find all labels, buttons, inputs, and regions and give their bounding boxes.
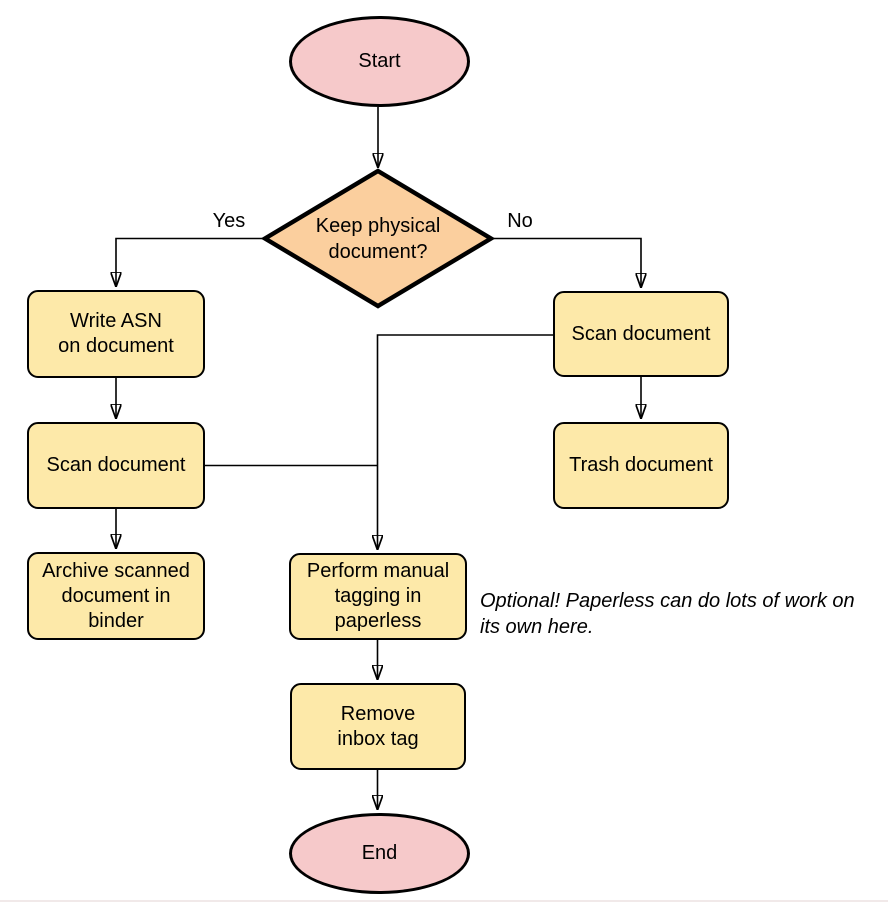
process-node-archive-in-binder: Archive scanned document in binder — [27, 552, 205, 640]
edge-decision-to-write-asn — [116, 237, 265, 287]
process-node-scan-document-right: Scan document — [553, 291, 729, 377]
decision-node-label: Keep physical document? — [315, 215, 441, 263]
process-node-scan-document-left: Scan document — [27, 422, 205, 509]
process-node-write-asn: Write ASN on document — [27, 290, 205, 378]
edge-label-yes: Yes — [212, 210, 246, 232]
end-node: End — [289, 813, 470, 894]
process-node-remove-inbox-tag: Remove inbox tag — [290, 683, 466, 770]
start-node: Start — [289, 16, 470, 107]
edge-scan-right-to-tagging — [378, 334, 553, 549]
process-node-manual-tagging: Perform manual tagging in paperless — [289, 553, 467, 640]
edge-decision-to-scan-right — [491, 237, 641, 288]
optional-note: Optional! Paperless can do lots of work … — [480, 590, 855, 638]
edge-label-no: No — [507, 210, 533, 232]
process-node-trash-document: Trash document — [553, 422, 729, 509]
decision-diamond-shape — [260, 168, 496, 309]
page-bottom-divider — [0, 900, 888, 902]
